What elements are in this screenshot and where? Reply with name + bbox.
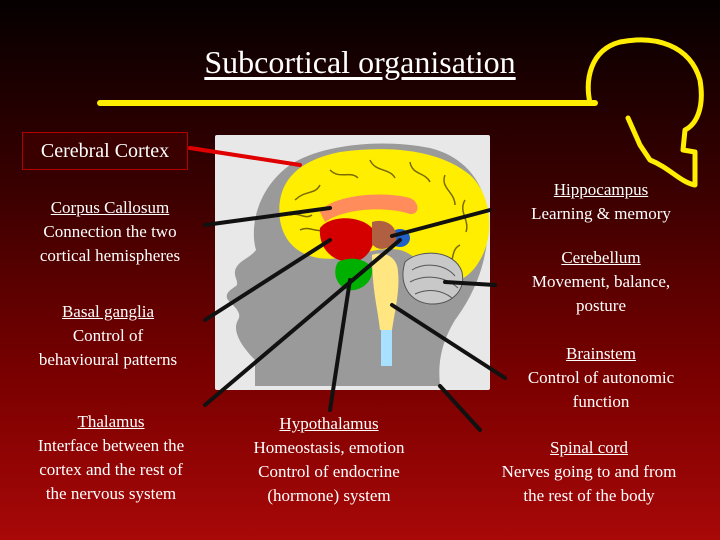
hippocampus-name: Hippocampus — [553, 180, 649, 199]
brainstem-desc-1: Control of autonomic — [527, 368, 675, 387]
hypothalamus-desc-1: Homeostasis, emotion — [253, 438, 405, 457]
cerebellum-desc-1: Movement, balance, — [531, 272, 671, 291]
hippocampus-region — [372, 220, 397, 249]
cerebellum-name: Cerebellum — [561, 248, 641, 267]
cerebellum-region — [402, 252, 464, 305]
spinal-cord-desc-1: Nerves going to and from — [501, 462, 677, 481]
connector-hippocampus — [390, 208, 492, 238]
corpus-callosum-label: Corpus Callosum Connection the two corti… — [14, 196, 206, 268]
hypothalamus-label: Hypothalamus Homeostasis, emotion Contro… — [230, 412, 428, 508]
spinal-cord-name: Spinal cord — [550, 438, 628, 457]
brainstem-desc-2: function — [572, 392, 630, 411]
connector-basal-ganglia — [203, 238, 332, 322]
connector-brainstem — [390, 303, 507, 380]
basal-ganglia-label: Basal ganglia Control of behavioural pat… — [14, 300, 202, 372]
corpus-callosum-desc-1: Connection the two — [43, 222, 177, 241]
cerebellum-label: Cerebellum Movement, balance, posture — [505, 246, 697, 318]
thalamus-name: Thalamus — [77, 412, 145, 431]
connector-corpus-callosum — [203, 206, 332, 227]
basal-ganglia-desc-1: Control of — [72, 326, 144, 345]
thalamus-desc-1: Interface between the — [37, 436, 185, 455]
basal-ganglia-name: Basal ganglia — [61, 302, 155, 321]
connector-cortex — [188, 146, 302, 167]
hippocampus-desc-1: Learning & memory — [531, 204, 671, 223]
cerebellum-desc-2: posture — [575, 296, 627, 315]
brainstem-name: Brainstem — [566, 344, 636, 363]
thalamus-label: Thalamus Interface between the cortex an… — [14, 410, 208, 506]
connector-thalamus — [203, 238, 402, 407]
spinal-cord-region — [381, 330, 392, 366]
corpus-callosum-name: Corpus Callosum — [50, 198, 170, 217]
cerebral-cortex-label: Cerebral Cortex — [22, 132, 188, 170]
page-title: Subcortical organisation — [204, 44, 516, 80]
hippocampus-label: Hippocampus Learning & memory — [505, 178, 697, 226]
connector-spinal-cord — [438, 384, 482, 432]
cerebellum-folds — [409, 264, 459, 299]
hypothalamus-desc-2: Control of endocrine — [258, 462, 400, 481]
corpus-callosum-desc-2: cortical hemispheres — [39, 246, 181, 265]
hypothalamus-desc-3: (hormone) system — [267, 486, 391, 505]
spinal-cord-desc-2: the rest of the body — [523, 486, 655, 505]
hypothalamus-name: Hypothalamus — [279, 414, 379, 433]
thalamus-desc-2: cortex and the rest of — [39, 460, 183, 479]
basal-ganglia-desc-2: behavioural patterns — [38, 350, 178, 369]
basal-ganglia-region — [319, 218, 375, 263]
spinal-cord-label: Spinal cord Nerves going to and from the… — [478, 436, 700, 508]
connector-lines — [188, 146, 507, 432]
thalamus-desc-3: the nervous system — [45, 484, 177, 503]
brainstem-label: Brainstem Control of autonomic function — [505, 342, 697, 414]
corpus-callosum-region — [320, 194, 418, 222]
connector-cerebellum — [443, 280, 497, 287]
brainstem-region — [372, 253, 399, 330]
connector-hypothalamus — [328, 278, 352, 412]
head-outline-stroke — [585, 37, 704, 188]
hypothalamus-region — [335, 258, 373, 291]
